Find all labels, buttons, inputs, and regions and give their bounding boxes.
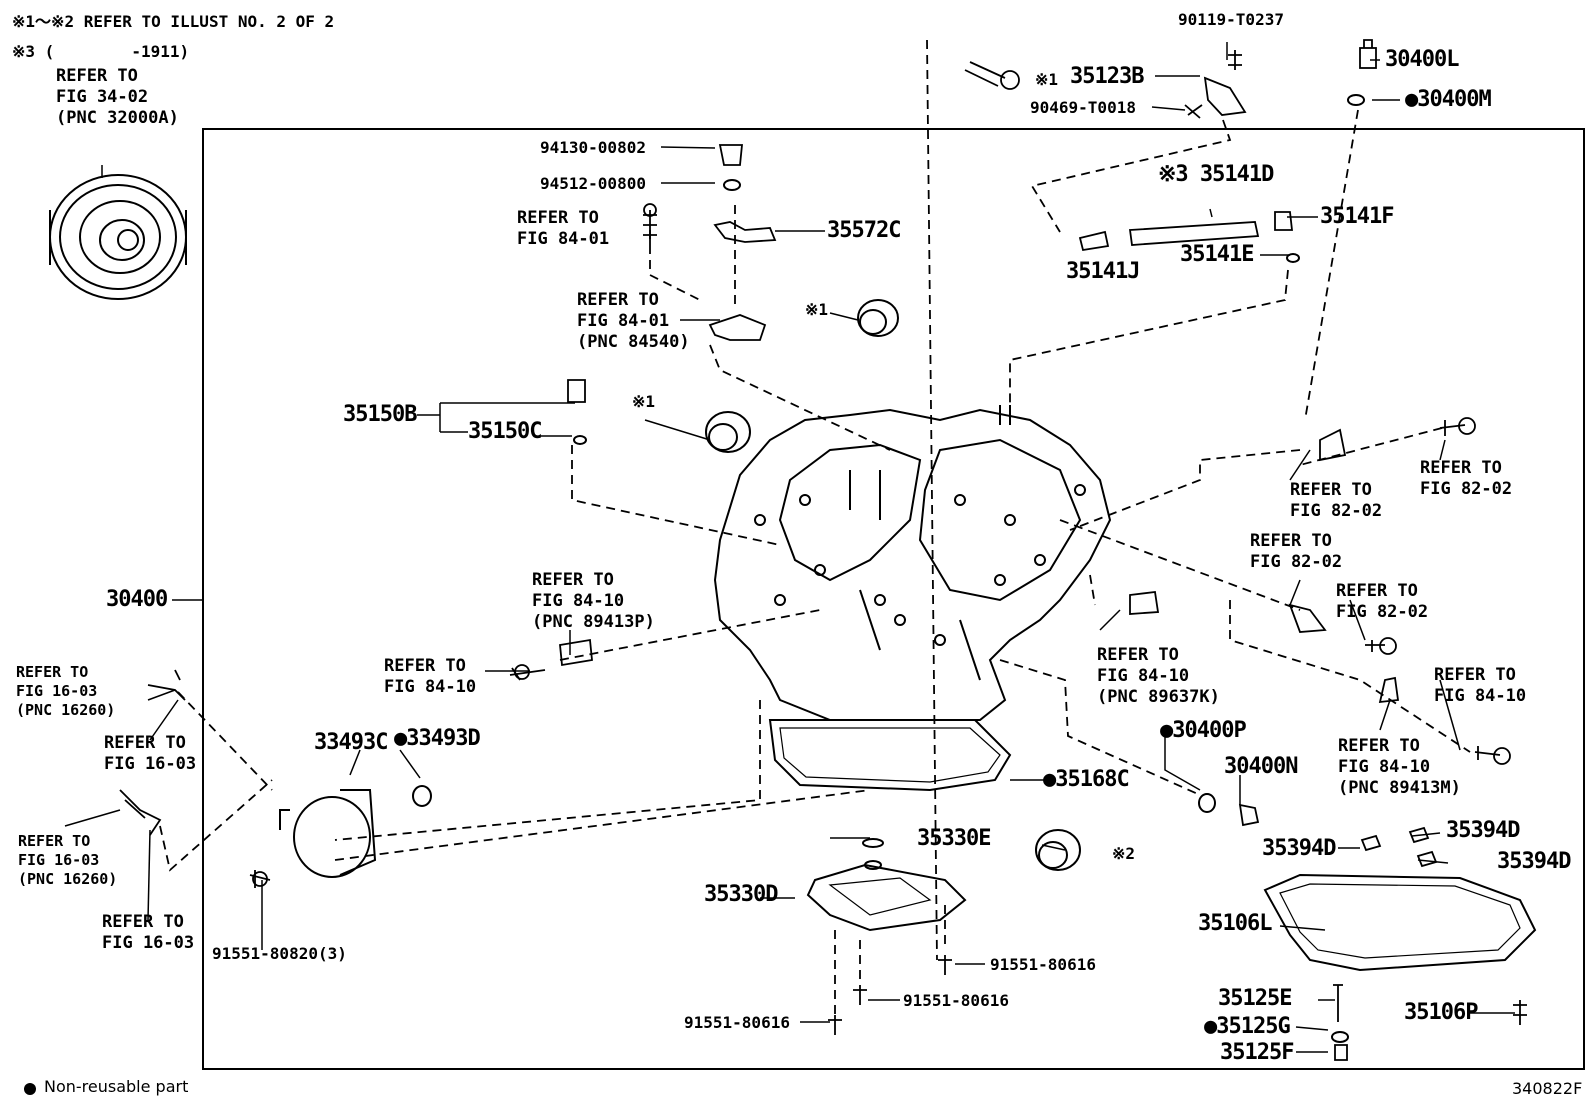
ref-fig84-01-sensor: REFER TO FIG 84-01 (PNC 84540) — [577, 290, 690, 352]
part-35572C: 35572C — [827, 218, 901, 243]
part-35123B: 35123B — [1070, 64, 1144, 89]
ref-fig16-03-c: REFER TO FIG 16-03 (PNC 16260) — [18, 832, 118, 888]
ref-fig82-02-b: REFER TO FIG 82-02 — [1420, 458, 1513, 499]
ref-fig82-02-c: REFER TO FIG 82-02 — [1250, 531, 1343, 572]
fastener-drawings — [119, 39, 1527, 1061]
legend-non-reusable: Non-reusable part — [44, 1077, 189, 1096]
ref-fig84-10-sensor: REFER TO FIG 84-10 (PNC 89413P) — [532, 570, 655, 632]
header-note-2: ※3 ( -1911) — [12, 42, 190, 61]
part-35394D-c: 35394D — [1497, 849, 1571, 874]
part-35106L: 35106L — [1198, 911, 1272, 936]
part-91551-80616-b: 91551-80616 — [903, 991, 1009, 1010]
part-35330D: 35330D — [704, 882, 778, 907]
ref-fig82-02-d: REFER TO FIG 82-02 — [1336, 581, 1429, 622]
strainer-drawing — [806, 863, 967, 932]
oil-pan-drawing — [1263, 873, 1537, 972]
part-35141F: 35141F — [1320, 204, 1394, 229]
header-note-1: ※1～※2 REFER TO ILLUST NO. 2 OF 2 — [12, 12, 335, 31]
part-35150C: 35150C — [468, 419, 542, 444]
part-35141J: 35141J — [1066, 259, 1140, 284]
marker-1-left: ※1 — [632, 392, 656, 411]
part-35141E: 35141E — [1180, 242, 1254, 267]
part-35125G: ●35125G — [1204, 1014, 1291, 1039]
marker-2: ※2 — [1112, 844, 1136, 863]
torque-converter-drawing — [49, 174, 187, 300]
part-35394D-b: 35394D — [1446, 818, 1520, 843]
transaxle-case-drawing — [713, 405, 1112, 721]
part-90119-T0237: 90119-T0237 — [1178, 10, 1284, 29]
ref-fig16-03-b: REFER TO FIG 16-03 — [104, 733, 197, 774]
part-30400: 30400 — [106, 587, 168, 612]
part-33493C: 33493C — [314, 730, 388, 755]
part-33493D: ●33493D — [394, 726, 481, 751]
part-35125E: 35125E — [1218, 986, 1292, 1011]
seal-drawings — [412, 94, 1365, 1043]
assembly-frame — [202, 128, 1585, 1070]
part-30400L: 30400L — [1385, 47, 1459, 72]
oil-cooler-drawing — [279, 789, 377, 878]
part-90469-T0018: 90469-T0018 — [1030, 98, 1136, 117]
ref-fig16-03-a: REFER TO FIG 16-03 (PNC 16260) — [16, 663, 116, 719]
part-94512-00800: 94512-00800 — [540, 174, 646, 193]
ref-fig84-10-right: REFER TO FIG 84-10 — [1434, 665, 1527, 706]
part-35394D-a: 35394D — [1262, 836, 1336, 861]
ref-fig16-03-d: REFER TO FIG 16-03 — [102, 912, 195, 953]
marker-1-top: ※1 — [1035, 70, 1059, 89]
part-91551-80820: 91551-80820(3) — [212, 944, 347, 963]
illustration-code: 340822F — [1512, 1079, 1583, 1098]
part-91551-80616-c: 91551-80616 — [684, 1013, 790, 1032]
gasket-drawing — [768, 719, 1012, 792]
ref-torque-converter: REFER TO FIG 34-02 (PNC 32000A) — [56, 66, 179, 128]
ref-fig84-10-bolt: REFER TO FIG 84-10 — [384, 656, 477, 697]
part-35125F: 35125F — [1220, 1040, 1294, 1065]
ref-fig84-01-bolt: REFER TO FIG 84-01 — [517, 208, 610, 249]
marker-1-mid: ※1 — [805, 300, 829, 319]
part-30400M: ●30400M — [1405, 87, 1492, 112]
part-94130-00802: 94130-00802 — [540, 138, 646, 157]
part-91551-80616-a: 91551-80616 — [990, 955, 1096, 974]
part-30400N: 30400N — [1224, 754, 1298, 779]
ref-fig84-10-89637k: REFER TO FIG 84-10 (PNC 89637K) — [1097, 645, 1220, 707]
label-leaders — [64, 42, 1515, 1053]
part-35150B: 35150B — [343, 402, 417, 427]
part-30400P: ●30400P — [1160, 718, 1247, 743]
legend-bullet-icon — [24, 1083, 36, 1095]
part-35106P: 35106P — [1404, 1000, 1478, 1025]
ref-fig84-10-89413m: REFER TO FIG 84-10 (PNC 89413M) — [1338, 736, 1461, 798]
part-35168C: ●35168C — [1043, 767, 1130, 792]
part-35330E: 35330E — [917, 826, 991, 851]
leader-lines — [159, 39, 1471, 1020]
ref-fig82-02-a: REFER TO FIG 82-02 — [1290, 480, 1383, 521]
part-35141D: ※3 35141D — [1158, 162, 1274, 187]
